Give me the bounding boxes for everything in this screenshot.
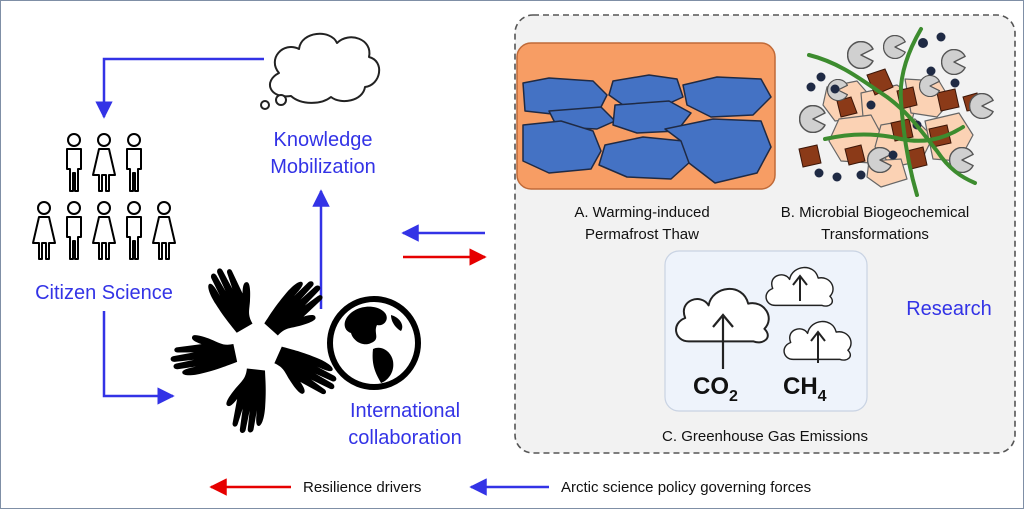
citizen-science-label: Citizen Science <box>35 282 173 304</box>
legend-policy-label: Arctic science policy governing forces <box>561 479 811 496</box>
panel-a-caption-line2: Permafrost Thaw <box>585 226 699 243</box>
knowledge-mobilization-line1: Knowledge <box>274 129 373 151</box>
panel-a-caption-line1: A. Warming-induced <box>574 204 709 221</box>
co2-label: CO2 <box>693 373 738 405</box>
international-collaboration-line1: International <box>350 400 460 422</box>
microbial-panel <box>798 27 994 197</box>
ch4-cloud-icon-bottom <box>783 320 852 363</box>
arrow-knowledge-to-citizens <box>95 57 264 119</box>
globe-icon <box>327 296 421 390</box>
research-label: Research <box>906 298 992 320</box>
permafrost-panel <box>516 42 776 190</box>
co2-cloud-icon <box>675 287 770 369</box>
ch4-cloud-icon-top <box>765 266 834 307</box>
panel-c-caption: C. Greenhouse Gas Emissions <box>662 428 868 445</box>
panel-b-caption-line2: Transformations <box>821 226 929 243</box>
citizen-people-icon <box>32 133 176 260</box>
international-collaboration-line2: collaboration <box>348 427 461 449</box>
knowledge-mobilization-line2: Mobilization <box>270 156 376 178</box>
ch4-label: CH4 <box>783 373 827 405</box>
thought-cloud-icon <box>260 33 380 110</box>
arrow-citizens-to-collaboration <box>102 311 175 405</box>
panel-b-caption-line1: B. Microbial Biogeochemical <box>781 204 969 221</box>
legend-resilience-label: Resilience drivers <box>303 479 421 496</box>
hands-circle-icon <box>166 259 343 436</box>
